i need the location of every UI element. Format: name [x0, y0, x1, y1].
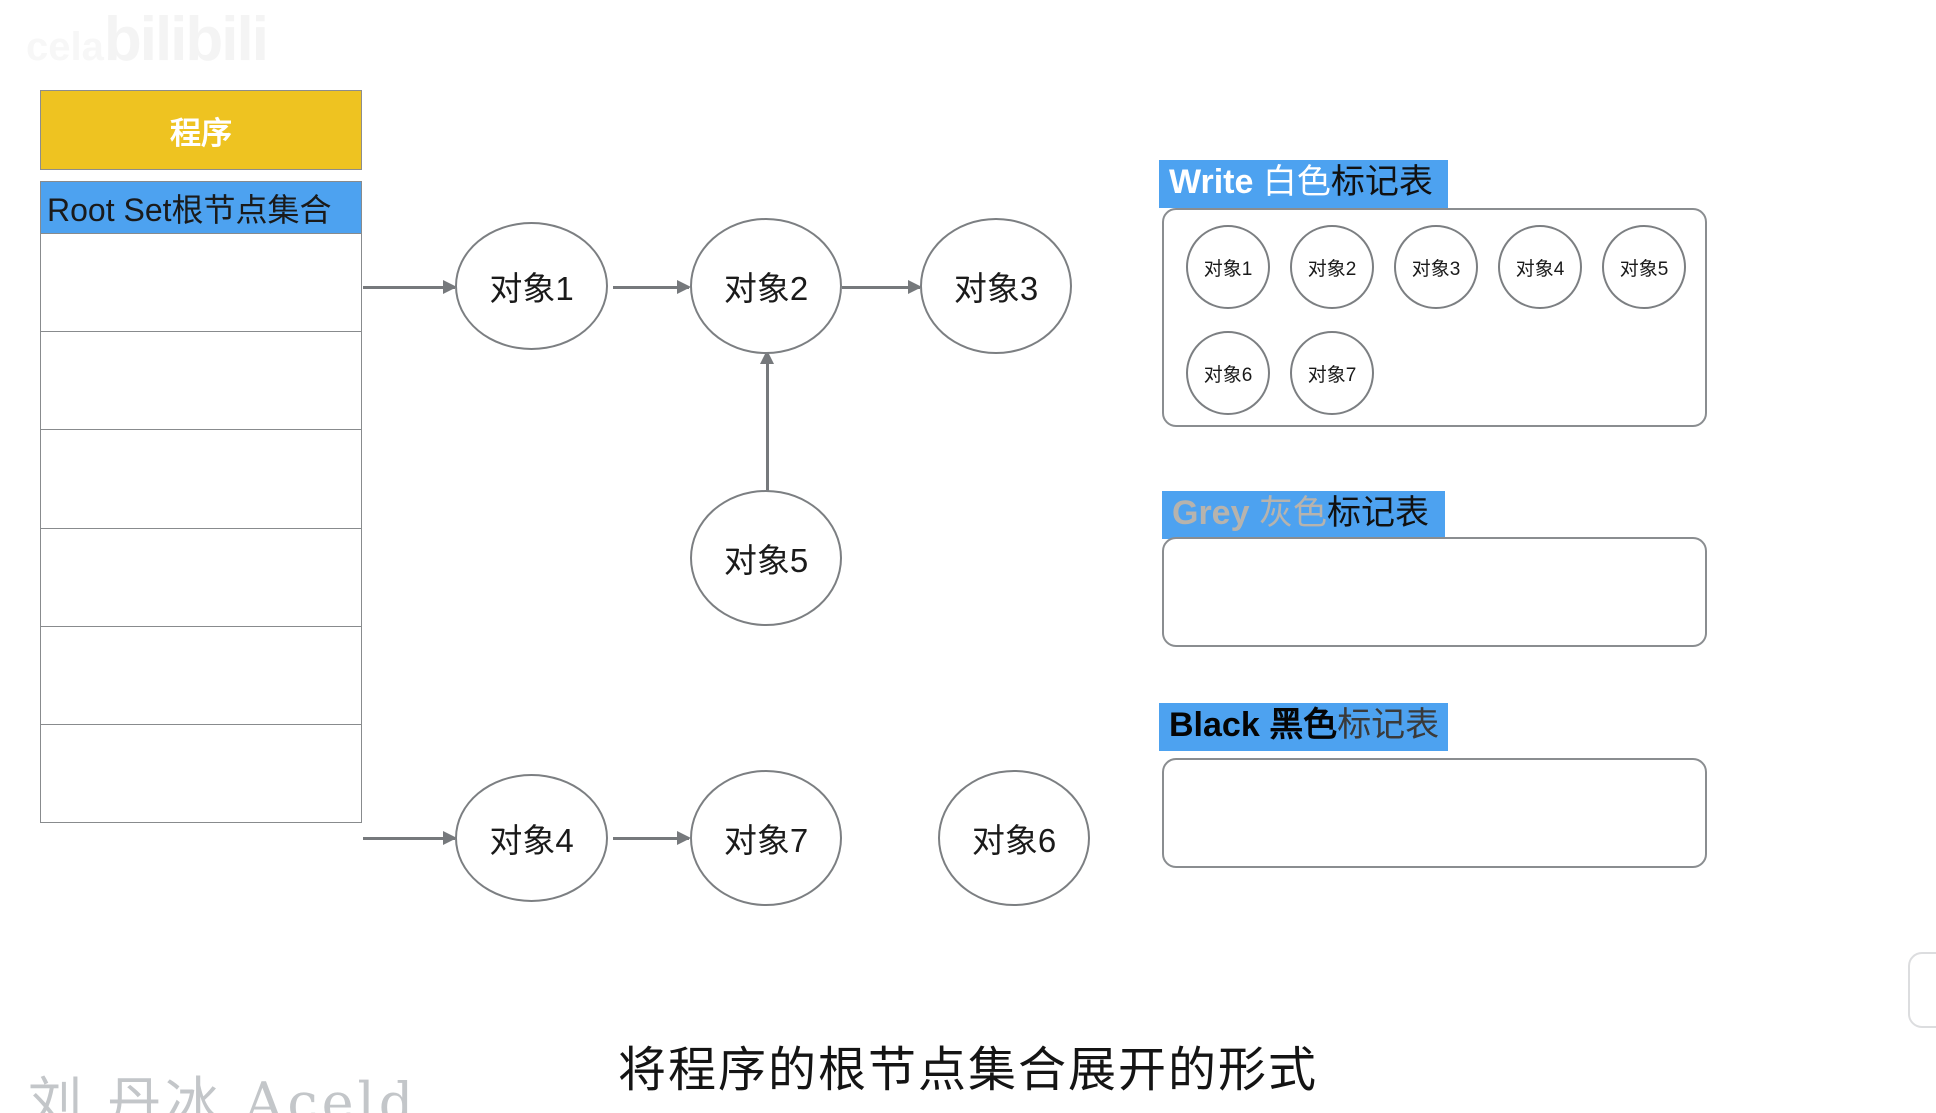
white-mark-chip-6-label: 对象6: [1203, 364, 1253, 386]
white-mark-chip-2-label: 对象2: [1307, 258, 1357, 280]
root-set-label: Root Set根节点集合: [47, 191, 332, 228]
root-set-table: Root Set根节点集合: [40, 181, 362, 824]
grey-mark-cn-suffix-text: 标记表: [1326, 494, 1429, 532]
graph-node-obj7[interactable]: 对象7: [690, 770, 842, 906]
graph-node-obj2-label: 对象2: [723, 270, 809, 307]
graph-node-obj4-label: 对象4: [489, 822, 574, 859]
graph-node-obj4[interactable]: 对象4: [455, 774, 608, 902]
white-mark-chip-2[interactable]: 对象2: [1290, 225, 1374, 309]
white-mark-chip-5[interactable]: 对象5: [1602, 225, 1686, 309]
root-set-slot-4: [40, 528, 362, 627]
white-mark-chip-3[interactable]: 对象3: [1394, 225, 1478, 309]
black-mark-table-label: Black 黑色标记表: [1159, 703, 1448, 751]
white-mark-chip-3-label: 对象3: [1411, 258, 1461, 280]
graph-node-obj1-label: 对象1: [489, 270, 574, 307]
watermark-prefix-text: cela: [26, 25, 104, 69]
program-header-label: 程序: [170, 115, 232, 151]
graph-node-obj3[interactable]: 对象3: [920, 218, 1072, 354]
root-set-slot-5: [40, 626, 362, 725]
edge-obj1-to-obj2: [613, 280, 691, 294]
white-mark-chip-1[interactable]: 对象1: [1186, 225, 1270, 309]
grey-mark-cn-color-text: 灰色: [1258, 494, 1327, 532]
white-mark-chip-7[interactable]: 对象7: [1290, 331, 1374, 415]
black-mark-table-box: [1162, 758, 1707, 868]
white-mark-table-items: 对象1 对象2 对象3 对象4 对象5 对象6 对象7: [1186, 225, 1686, 415]
graph-node-obj1[interactable]: 对象1: [455, 222, 608, 350]
bilibili-watermark: celabilibili: [26, 4, 269, 75]
graph-node-obj7-label: 对象7: [723, 822, 809, 859]
white-mark-table-label: Write 白色标记表: [1159, 160, 1448, 208]
white-mark-chip-7-label: 对象7: [1307, 364, 1357, 386]
white-mark-chip-1-label: 对象1: [1203, 258, 1253, 280]
grey-mark-table-label: Grey 灰色标记表: [1162, 491, 1445, 539]
white-mark-chip-4[interactable]: 对象4: [1498, 225, 1582, 309]
graph-node-obj3-label: 对象3: [953, 270, 1039, 307]
edge-obj2-to-obj3: [842, 280, 922, 294]
grey-mark-en-text: Grey: [1172, 494, 1250, 532]
program-header: 程序: [40, 90, 362, 170]
white-mark-en-text: Write: [1169, 163, 1254, 201]
edge-rootset-to-obj1: [363, 280, 457, 294]
white-mark-chip-6[interactable]: 对象6: [1186, 331, 1270, 415]
root-set-slot-2: [40, 332, 362, 431]
edge-obj4-to-obj7: [613, 831, 691, 845]
grey-mark-table-box: [1162, 537, 1707, 647]
graph-node-obj6-label: 对象6: [971, 822, 1057, 859]
black-mark-cn-color-text: 黑色: [1269, 706, 1338, 744]
graph-node-obj2[interactable]: 对象2: [690, 218, 842, 354]
white-mark-chip-5-label: 对象5: [1619, 258, 1669, 280]
watermark-bilibili-text: bilibili: [103, 5, 269, 74]
author-watermark: 刘 丹冰 Aceld: [28, 1071, 418, 1113]
black-mark-en-text: Black: [1169, 706, 1260, 744]
root-set-slot-6: [40, 724, 362, 824]
black-mark-cn-suffix-text: 标记表: [1337, 706, 1440, 744]
root-set-header-row: Root Set根节点集合: [40, 181, 362, 234]
edge-rootset-to-obj4: [363, 831, 457, 845]
graph-node-obj5-label: 对象5: [723, 542, 809, 579]
graph-node-obj6[interactable]: 对象6: [938, 770, 1090, 906]
white-mark-cn-color-text: 白色: [1262, 163, 1331, 201]
edge-obj5-to-obj2: [760, 350, 774, 497]
white-mark-cn-suffix-text: 标记表: [1330, 163, 1433, 201]
edge-clipped-shape: [1908, 952, 1936, 1028]
root-set-slot-3: [40, 430, 362, 529]
graph-node-obj5[interactable]: 对象5: [690, 490, 842, 626]
root-set-slot-1: [40, 234, 362, 333]
white-mark-chip-4-label: 对象4: [1515, 258, 1565, 280]
diagram-caption: 将程序的根节点集合展开的形式: [617, 1044, 1318, 1097]
